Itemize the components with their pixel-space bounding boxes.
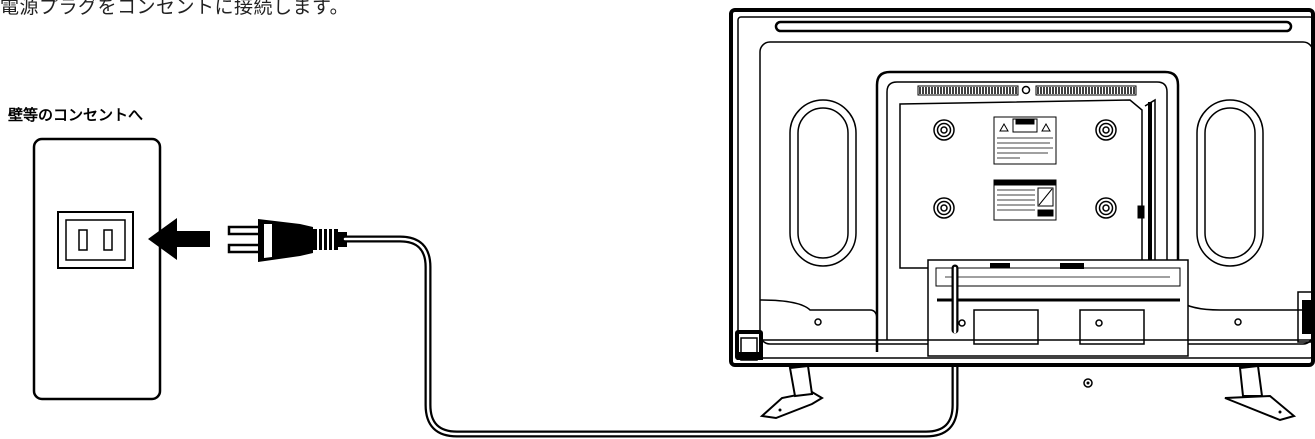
tv-stand-left	[759, 364, 824, 420]
outlet-label: 壁等のコンセントへ	[8, 106, 144, 124]
side-button-panel	[735, 330, 763, 361]
outlet-slot-left	[78, 229, 88, 251]
outlet-slot-right	[103, 229, 113, 251]
wall-outlet	[32, 137, 162, 401]
vesa-mount-holes	[933, 119, 1117, 219]
vent-grille	[919, 87, 1135, 94]
tv-stand-right	[1224, 364, 1297, 422]
caution-label	[993, 116, 1057, 165]
terminal-bay	[927, 259, 1189, 357]
tv-rear	[729, 8, 1315, 422]
power-plug	[227, 219, 347, 262]
speaker-left	[789, 99, 857, 267]
speaker-right	[1196, 99, 1264, 267]
arrow-left-icon	[148, 218, 210, 260]
instruction-text: 電源プラグをコンセントに接続します。	[0, 0, 350, 18]
rating-label	[993, 179, 1057, 221]
